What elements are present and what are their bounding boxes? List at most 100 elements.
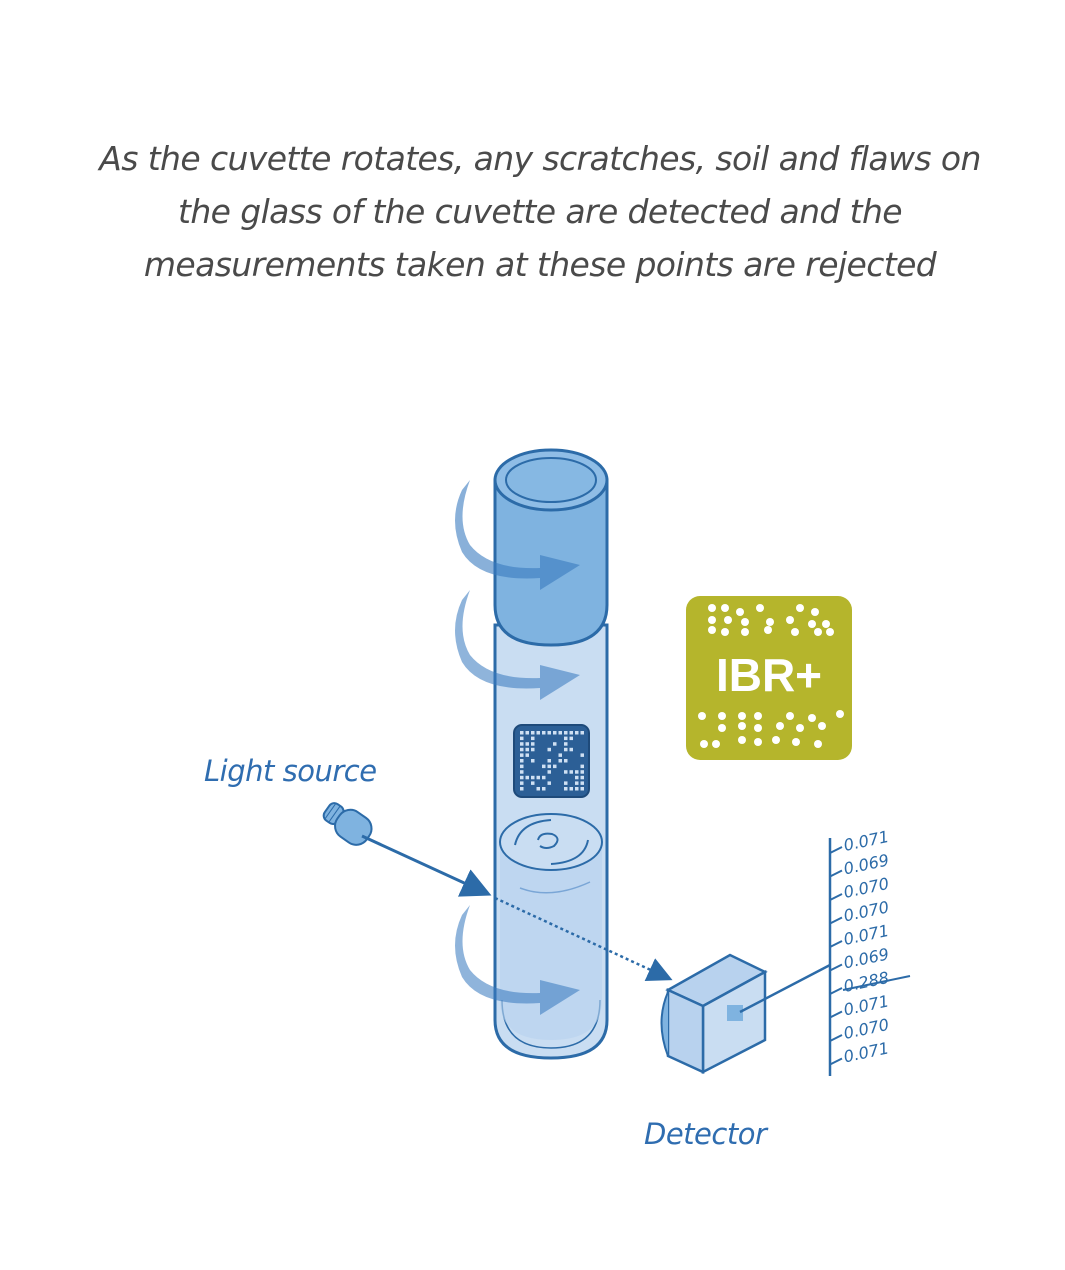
rotation-arrow-middle — [455, 590, 580, 700]
datamatrix-cell — [575, 781, 579, 785]
datamatrix-cell — [553, 731, 557, 735]
reading-tick — [829, 963, 843, 972]
badge-dot — [738, 712, 746, 720]
datamatrix-cell — [520, 787, 524, 791]
light-source-label: Light source — [204, 754, 377, 788]
badge-dot — [708, 616, 716, 624]
reading-tick — [829, 1010, 843, 1019]
datamatrix-cell — [531, 759, 535, 763]
datamatrix-cell — [542, 787, 546, 791]
datamatrix-cell — [525, 753, 529, 757]
datamatrix-cell — [520, 770, 524, 774]
datamatrix-cell — [547, 764, 551, 769]
readings-scale: 0.0710.0690.0700.0700.0710.0690.2880.071… — [828, 827, 911, 1076]
light-source-icon — [322, 802, 373, 846]
datamatrix-cell — [564, 736, 568, 741]
badge-dot — [814, 740, 822, 748]
cuvette-cap — [493, 448, 609, 647]
datamatrix-cell — [542, 764, 546, 769]
badge-dot — [786, 616, 794, 624]
reading-tick — [829, 893, 843, 901]
datamatrix-cell — [536, 787, 540, 791]
datamatrix-cell — [569, 770, 573, 774]
transmitted-beam — [494, 896, 673, 981]
datamatrix-cell — [525, 775, 529, 780]
datamatrix-cell — [525, 731, 529, 735]
reading-tick — [829, 1034, 843, 1042]
datamatrix-cell — [564, 731, 568, 735]
datamatrix-cell — [520, 759, 524, 763]
badge-dot — [724, 616, 732, 624]
reading-value: 0.071 — [842, 1038, 891, 1066]
light-beam — [361, 834, 492, 897]
datamatrix-cell — [536, 775, 540, 780]
rotation-arrow-top — [455, 480, 580, 590]
datamatrix-cell — [569, 736, 573, 741]
datamatrix-cell — [580, 731, 584, 735]
badge-dot — [808, 620, 816, 628]
badge-dot — [741, 628, 749, 636]
reading-tick — [829, 940, 843, 948]
datamatrix-cell — [536, 731, 540, 735]
reading-tick — [829, 869, 843, 878]
badge-dot — [712, 740, 720, 748]
badge-dot — [718, 724, 726, 732]
badge-dot — [756, 604, 764, 612]
badge-dot — [738, 736, 746, 744]
datamatrix-cell — [575, 770, 579, 774]
badge-dot — [718, 712, 726, 720]
rotation-arrow-bottom — [455, 905, 580, 1015]
badge-dot — [741, 618, 749, 626]
datamatrix-cell — [547, 781, 551, 785]
datamatrix-cell — [564, 770, 568, 774]
datamatrix-cell — [525, 742, 529, 746]
datamatrix-cell — [520, 747, 524, 752]
datamatrix-cell — [580, 775, 584, 780]
datamatrix-cell — [520, 764, 524, 769]
badge-dot — [791, 628, 799, 636]
reading-tick — [829, 846, 843, 854]
badge-text: IBR+ — [716, 649, 822, 701]
datamatrix-cell — [580, 764, 584, 769]
reading-tick — [829, 1057, 843, 1066]
badge-dot — [786, 712, 794, 720]
badge-dot — [700, 740, 708, 748]
datamatrix-cell — [520, 753, 524, 757]
badge-dot — [721, 628, 729, 636]
badge-dot — [796, 724, 804, 732]
datamatrix-cell — [520, 775, 524, 780]
badge-dot — [708, 626, 716, 634]
datamatrix-cell — [580, 770, 584, 774]
datamatrix-cell — [547, 770, 551, 774]
datamatrix-label — [513, 724, 590, 798]
datamatrix-cell — [564, 742, 568, 746]
detector-label: Detector — [644, 1117, 767, 1151]
badge-dot — [708, 604, 716, 612]
datamatrix-cell — [564, 787, 568, 791]
badge-dot — [736, 608, 744, 616]
datamatrix-cell — [580, 781, 584, 785]
datamatrix-cell — [575, 787, 579, 791]
datamatrix-cell — [520, 736, 524, 741]
datamatrix-cell — [553, 764, 557, 769]
badge-dot — [754, 712, 762, 720]
badge-dot — [814, 628, 822, 636]
datamatrix-cell — [547, 759, 551, 763]
caption-line: the glass of the cuvette are detected an… — [178, 192, 903, 231]
badge-dot — [826, 628, 834, 636]
datamatrix-cell — [531, 742, 535, 746]
caption-line: As the cuvette rotates, any scratches, s… — [99, 139, 981, 178]
datamatrix-cell — [520, 742, 524, 746]
datamatrix-cell — [531, 731, 535, 735]
badge-dot — [836, 710, 844, 718]
detector-icon — [660, 953, 831, 1075]
badge-dot — [764, 626, 772, 634]
badge-dot — [721, 604, 729, 612]
badge-dot — [796, 604, 804, 612]
badge-dot — [772, 736, 780, 744]
datamatrix-cell — [569, 731, 573, 735]
datamatrix-cell — [531, 747, 535, 752]
badge-dot — [754, 738, 762, 746]
datamatrix-cell — [575, 775, 579, 780]
